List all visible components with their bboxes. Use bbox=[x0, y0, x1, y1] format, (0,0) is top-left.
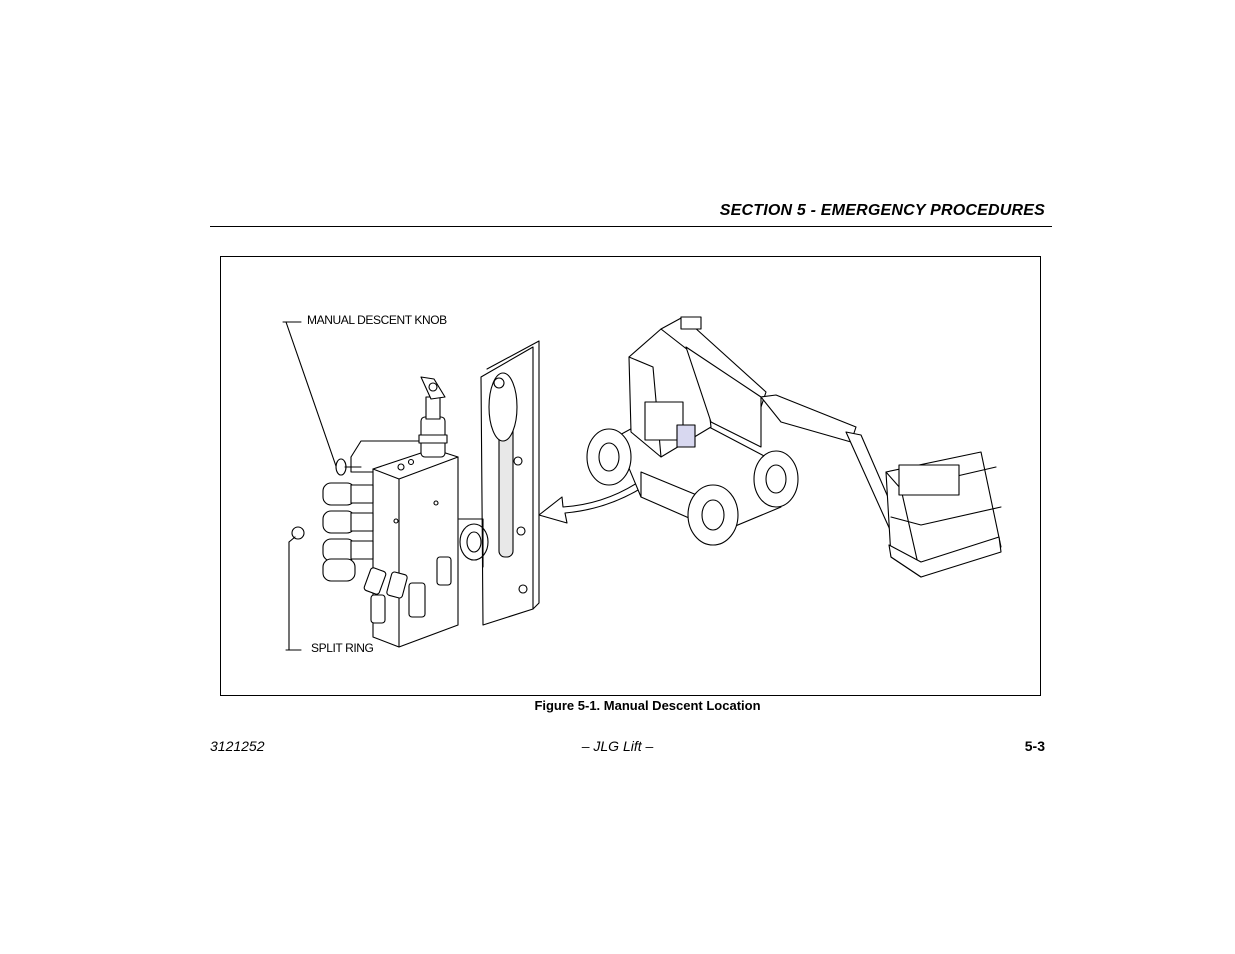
boom-lift-machine bbox=[586, 316, 1002, 578]
mounting-bracket bbox=[458, 340, 540, 626]
valve-block bbox=[291, 376, 459, 648]
figure-frame: MANUAL DESCENT KNOB SPLIT RING bbox=[220, 256, 1041, 696]
header-rule bbox=[210, 226, 1052, 227]
split-ring-label: SPLIT RING bbox=[311, 641, 374, 655]
manual-descent-knob-label: MANUAL DESCENT KNOB bbox=[307, 313, 447, 327]
split-ring-leader-line bbox=[285, 536, 302, 651]
page-number: 5-3 bbox=[1024, 738, 1045, 754]
location-arrow bbox=[538, 478, 652, 524]
section-title: SECTION 5 - EMERGENCY PROCEDURES bbox=[719, 202, 1045, 219]
figure-caption: Figure 5-1. Manual Descent Location bbox=[534, 698, 761, 713]
manual-descent-illustration bbox=[282, 316, 1002, 651]
publisher-name: – JLG Lift – bbox=[581, 738, 654, 754]
doc-number: 3121252 bbox=[210, 738, 265, 754]
knob-leader-line bbox=[282, 321, 338, 470]
